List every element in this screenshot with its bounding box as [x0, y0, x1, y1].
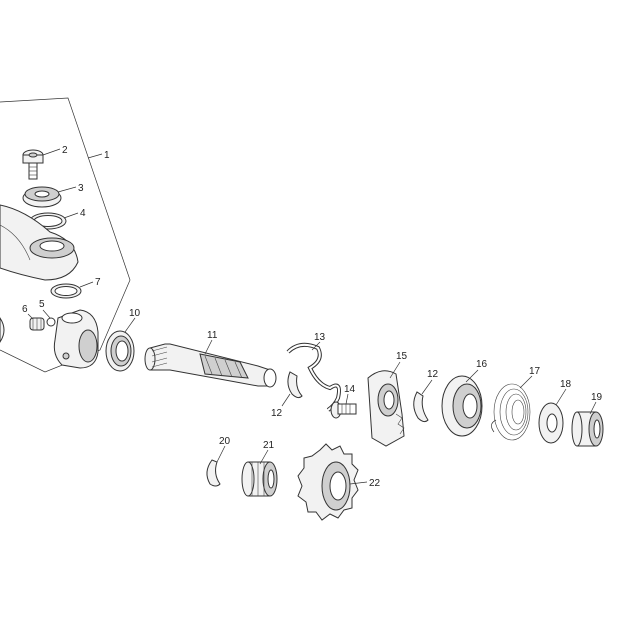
leader-11: [204, 339, 213, 355]
leader-22: [349, 481, 368, 485]
callout-14: 14: [344, 384, 356, 395]
callout-22: 22: [369, 478, 381, 489]
callout-17: 17: [529, 366, 541, 377]
callout-1: 1: [104, 150, 110, 161]
part-12-circlip-b: [413, 391, 429, 423]
leader-21: [259, 449, 269, 465]
leader-4: [63, 212, 79, 219]
leader-10: [124, 317, 136, 333]
part-5-ball: [46, 317, 56, 327]
callout-13: 13: [314, 332, 326, 343]
part-3-washer: [22, 186, 62, 208]
part-6-spring: [29, 317, 45, 331]
leader-2: [42, 148, 61, 156]
part-16-cup: [441, 375, 483, 437]
callout-19: 19: [591, 392, 603, 403]
leader-5: [42, 309, 51, 319]
part-11-kick-shaft: [144, 343, 277, 388]
leader-12a: [281, 393, 291, 407]
callout-5: 5: [39, 299, 45, 310]
callout-12b: 12: [427, 369, 439, 380]
part-10-seal: [105, 330, 135, 372]
callout-20: 20: [219, 436, 231, 447]
leader-19: [589, 401, 597, 415]
leader-7: [79, 281, 94, 288]
callout-21: 21: [263, 440, 275, 451]
part-12-circlip-a: [287, 371, 303, 399]
kick-shaft-hub: [53, 309, 99, 369]
leader-20: [216, 445, 226, 463]
leader-14: [345, 393, 349, 405]
callout-6: 6: [22, 304, 28, 315]
callout-15: 15: [396, 351, 408, 362]
part-21-bearing: [241, 461, 278, 497]
leader-15: [389, 361, 401, 379]
part-2-bolt: [22, 149, 44, 180]
leader-1: [87, 153, 103, 159]
callout-4: 4: [80, 208, 86, 219]
callout-16: 16: [476, 359, 488, 370]
leader-16: [465, 369, 479, 383]
part-17-coil-spring: [491, 383, 531, 441]
leader-18: [555, 388, 567, 406]
leader-12b: [421, 379, 433, 395]
callout-3: 3: [78, 183, 84, 194]
part-7-o-ring: [50, 283, 82, 299]
part-19-bearing: [571, 411, 604, 447]
part-18-washer: [538, 402, 564, 444]
callout-10: 10: [129, 308, 141, 319]
leader-17: [519, 375, 533, 389]
part-15-ratchet: [367, 370, 405, 447]
kick-lever-group-outline: [0, 97, 131, 373]
callout-12a: 12: [271, 408, 283, 419]
callout-11: 11: [207, 330, 218, 341]
leader-13: [311, 341, 321, 351]
callout-2: 2: [62, 145, 68, 156]
callout-7: 7: [95, 277, 101, 288]
part-22-gear: [297, 443, 359, 521]
part-14-bolt: [330, 401, 357, 419]
callout-18: 18: [560, 379, 572, 390]
partial-edge-part: [0, 317, 5, 343]
part-20-circlip: [206, 459, 221, 487]
leader-3: [57, 186, 77, 193]
kick-lever-arm: [0, 204, 79, 281]
leader-6: [27, 313, 34, 320]
